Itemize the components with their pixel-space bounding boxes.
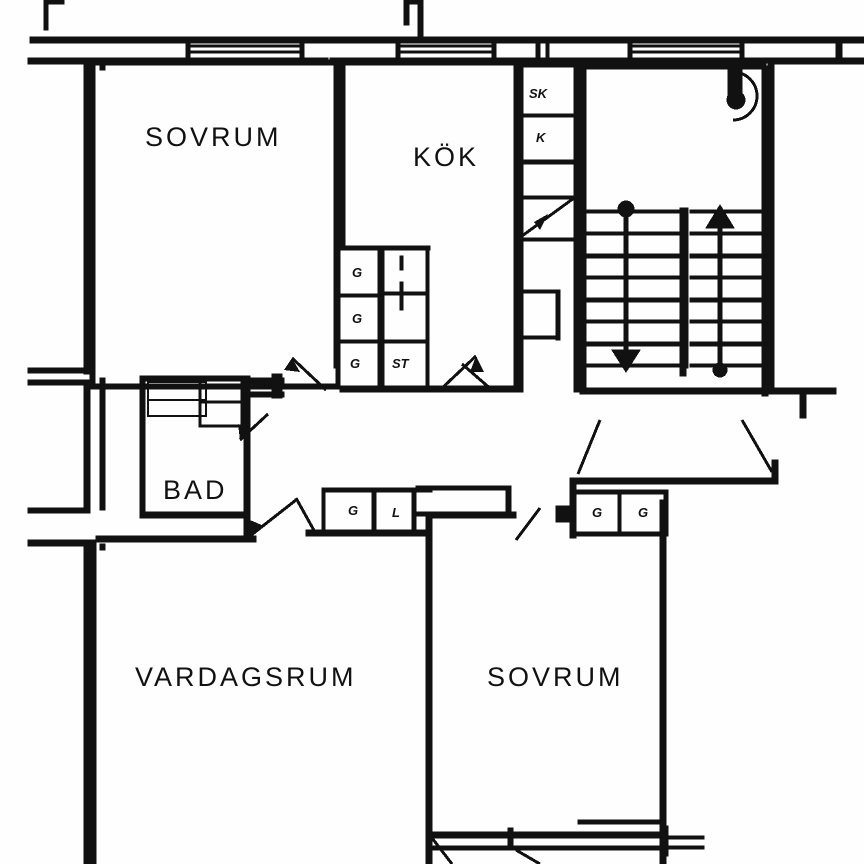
door-hall-right (514, 507, 542, 541)
closet-label-kitchen-g2: G (352, 311, 363, 326)
door-bottom-right (515, 848, 541, 864)
window-top-1 (185, 39, 305, 63)
door-vardagsrum (294, 497, 318, 535)
stair-up-arrow (705, 204, 735, 378)
closet-label-bedroom-g1: G (592, 505, 603, 520)
room-label-sovrum-lower: SOVRUM (487, 662, 624, 692)
exterior-wall-left (27, 57, 91, 864)
exterior-wall-right (767, 39, 843, 419)
entry-door-swing (726, 69, 759, 122)
door-bottom-left (430, 837, 454, 864)
window-top-3 (627, 39, 745, 63)
room-label-vardagsrum: VARDAGSRUM (135, 662, 357, 692)
room-label-kok: KÖK (413, 142, 480, 172)
stairwell (579, 63, 769, 397)
door-sovrum-lower-right (740, 419, 774, 473)
door-hall-left (461, 362, 493, 392)
stair-treads-right (689, 209, 767, 368)
wall-tick-top (535, 39, 550, 61)
closet-label-kitchen-g3: G (350, 356, 361, 371)
closet-label-living-l: L (392, 505, 400, 520)
toilet (198, 378, 244, 428)
door-sovrum-upper (284, 356, 328, 392)
closet-bank-bedroom (555, 489, 669, 537)
door-sovrum-lower-left (576, 419, 602, 475)
exterior-wall-bottom (431, 819, 669, 857)
plan-geometry (27, 0, 864, 864)
top-stub-marks (43, 0, 424, 39)
stair-down-arrow (611, 200, 641, 373)
closet-label-living-g: G (348, 503, 359, 518)
balcony-return-left (99, 63, 106, 551)
room-label-bad: BAD (163, 475, 228, 505)
closet-label-kitchen-st: ST (392, 356, 409, 371)
hall-corridor (517, 61, 580, 393)
closet-bank-kitchen (335, 245, 431, 387)
closet-label-hall-sk: SK (529, 86, 548, 101)
door-bad-upper (238, 412, 270, 442)
bathtub (147, 381, 207, 417)
closet-label-hall-k: K (536, 130, 546, 145)
closet-label-kitchen-g1: G (352, 265, 363, 280)
room-label-sovrum-upper: SOVRUM (145, 122, 282, 152)
door-bad-lower (249, 498, 297, 538)
closet-label-bedroom-g2: G (638, 505, 649, 520)
bathroom-pipe-stub (247, 373, 285, 399)
window-bottom-1 (667, 835, 705, 850)
door-kok (438, 354, 484, 392)
